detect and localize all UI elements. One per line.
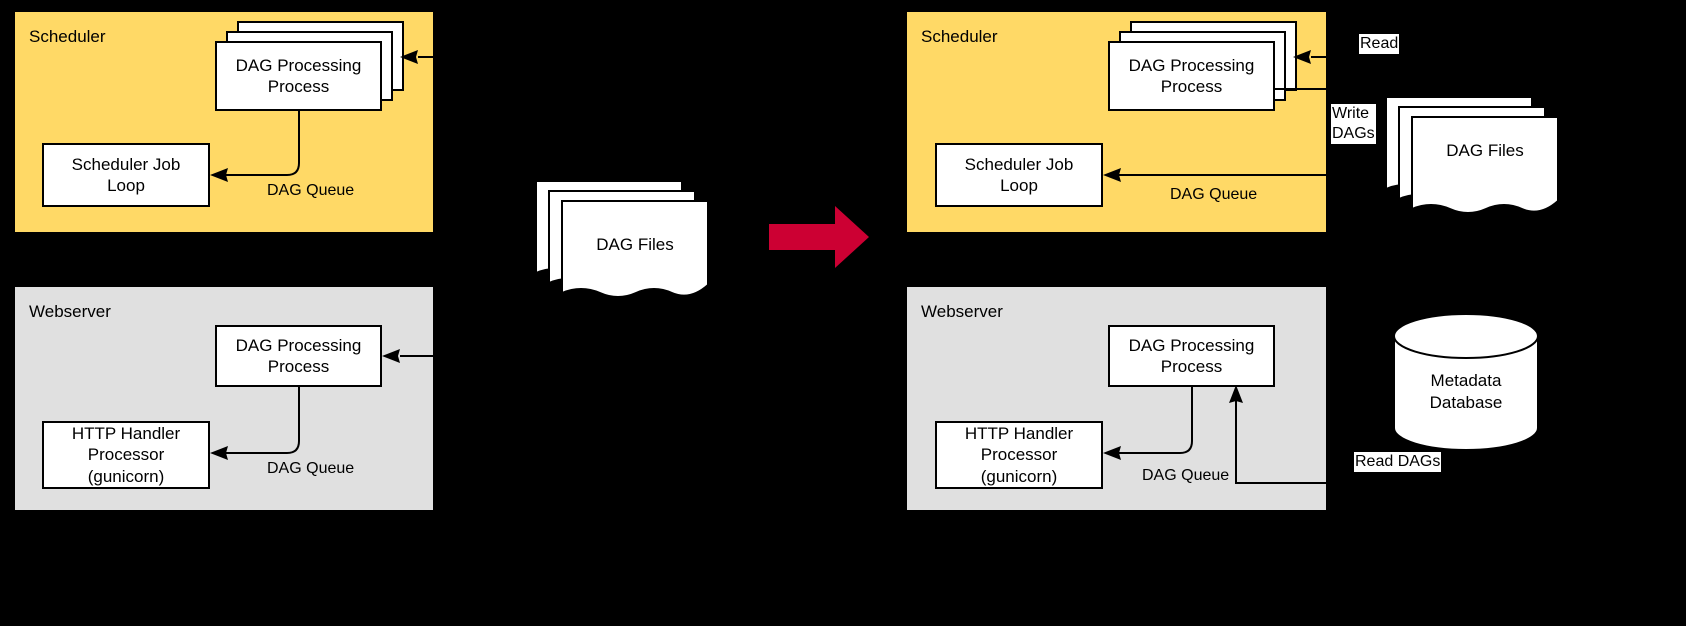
right-dag-files-doc: DAG Files <box>1385 96 1559 214</box>
right-webserver-http-handler-node: HTTP Handler Processor (gunicorn) <box>935 421 1103 489</box>
metadata-database-cylinder: Metadata Database <box>1392 312 1540 452</box>
node-line1: Scheduler Job <box>71 154 181 174</box>
node-line2: Loop <box>1000 176 1038 195</box>
right-webserver-dag-processing-node: DAG Processing Process <box>1108 325 1275 387</box>
left-scheduler-label: Scheduler <box>29 27 106 46</box>
left-scheduler-dag-processing-stack: DAG Processing Process <box>215 21 405 111</box>
right-webserver-dag-queue-label: DAG Queue <box>1142 467 1230 484</box>
right-scheduler-job-loop-node: Scheduler Job Loop <box>935 143 1103 207</box>
right-scheduler-dag-queue-label: DAG Queue <box>1170 186 1258 203</box>
left-webserver-http-handler-node: HTTP Handler Processor (gunicorn) <box>42 421 210 489</box>
left-scheduler-dag-queue-label: DAG Queue <box>267 182 355 199</box>
node-line1: DAG Processing <box>235 55 362 75</box>
right-write-dags-label: Write DAGs <box>1331 104 1376 144</box>
node-line1: DAG Processing <box>1128 55 1255 75</box>
right-read-label: Read <box>1359 34 1400 54</box>
center-dag-files-doc: DAG Files <box>535 180 709 298</box>
right-scheduler-dag-processing-node: DAG Processing Process <box>1108 41 1275 111</box>
node-line1: HTTP Handler <box>71 424 181 444</box>
transition-arrow <box>769 206 869 268</box>
node-line2: Process <box>267 357 330 376</box>
node-line2: Processor (gunicorn) <box>980 445 1058 486</box>
write-dags-line1: Write <box>1332 105 1370 122</box>
node-line2: Loop <box>107 176 145 195</box>
node-line2: Process <box>1160 357 1223 376</box>
node-line1: DAG Processing <box>1128 335 1255 355</box>
left-scheduler-job-loop-node: Scheduler Job Loop <box>42 143 210 207</box>
node-line2: Processor (gunicorn) <box>87 445 165 486</box>
right-webserver-label: Webserver <box>921 302 1003 321</box>
left-webserver-dag-processing-node: DAG Processing Process <box>215 325 382 387</box>
node-line2: Process <box>1160 77 1223 96</box>
right-read-dags-label: Read DAGs <box>1354 452 1442 472</box>
left-webserver-dag-queue-label: DAG Queue <box>267 460 355 477</box>
right-scheduler-label: Scheduler <box>921 27 998 46</box>
left-webserver-label: Webserver <box>29 302 111 321</box>
write-dags-line2: DAGs <box>1332 125 1375 142</box>
node-line1: DAG Processing <box>235 335 362 355</box>
right-scheduler-dag-processing-stack: DAG Processing Process <box>1108 21 1298 111</box>
node-line1: Scheduler Job <box>964 154 1074 174</box>
node-line2: Process <box>267 77 330 96</box>
left-scheduler-dag-processing-node: DAG Processing Process <box>215 41 382 111</box>
node-line1: HTTP Handler <box>964 424 1074 444</box>
